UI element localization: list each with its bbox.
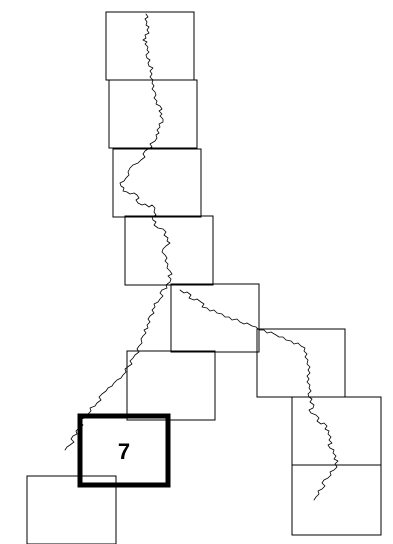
map-sheet-tile[interactable]	[26, 475, 117, 544]
river-branch-line	[179, 289, 339, 501]
map-sheet-tile[interactable]	[291, 464, 382, 536]
map-sheet-tile[interactable]	[124, 215, 214, 286]
map-sheet-tile[interactable]	[291, 396, 382, 466]
map-sheet-tile[interactable]	[170, 283, 260, 353]
map-sheet-tile[interactable]	[256, 328, 346, 398]
map-sheet-tile[interactable]	[112, 148, 202, 218]
selected-map-sheet-tile[interactable]	[77, 413, 171, 488]
river-line	[64, 13, 173, 451]
map-sheet-tile[interactable]	[105, 11, 195, 81]
selected-tile-number: 7	[118, 439, 130, 464]
map-sheet-tile[interactable]	[126, 350, 216, 421]
